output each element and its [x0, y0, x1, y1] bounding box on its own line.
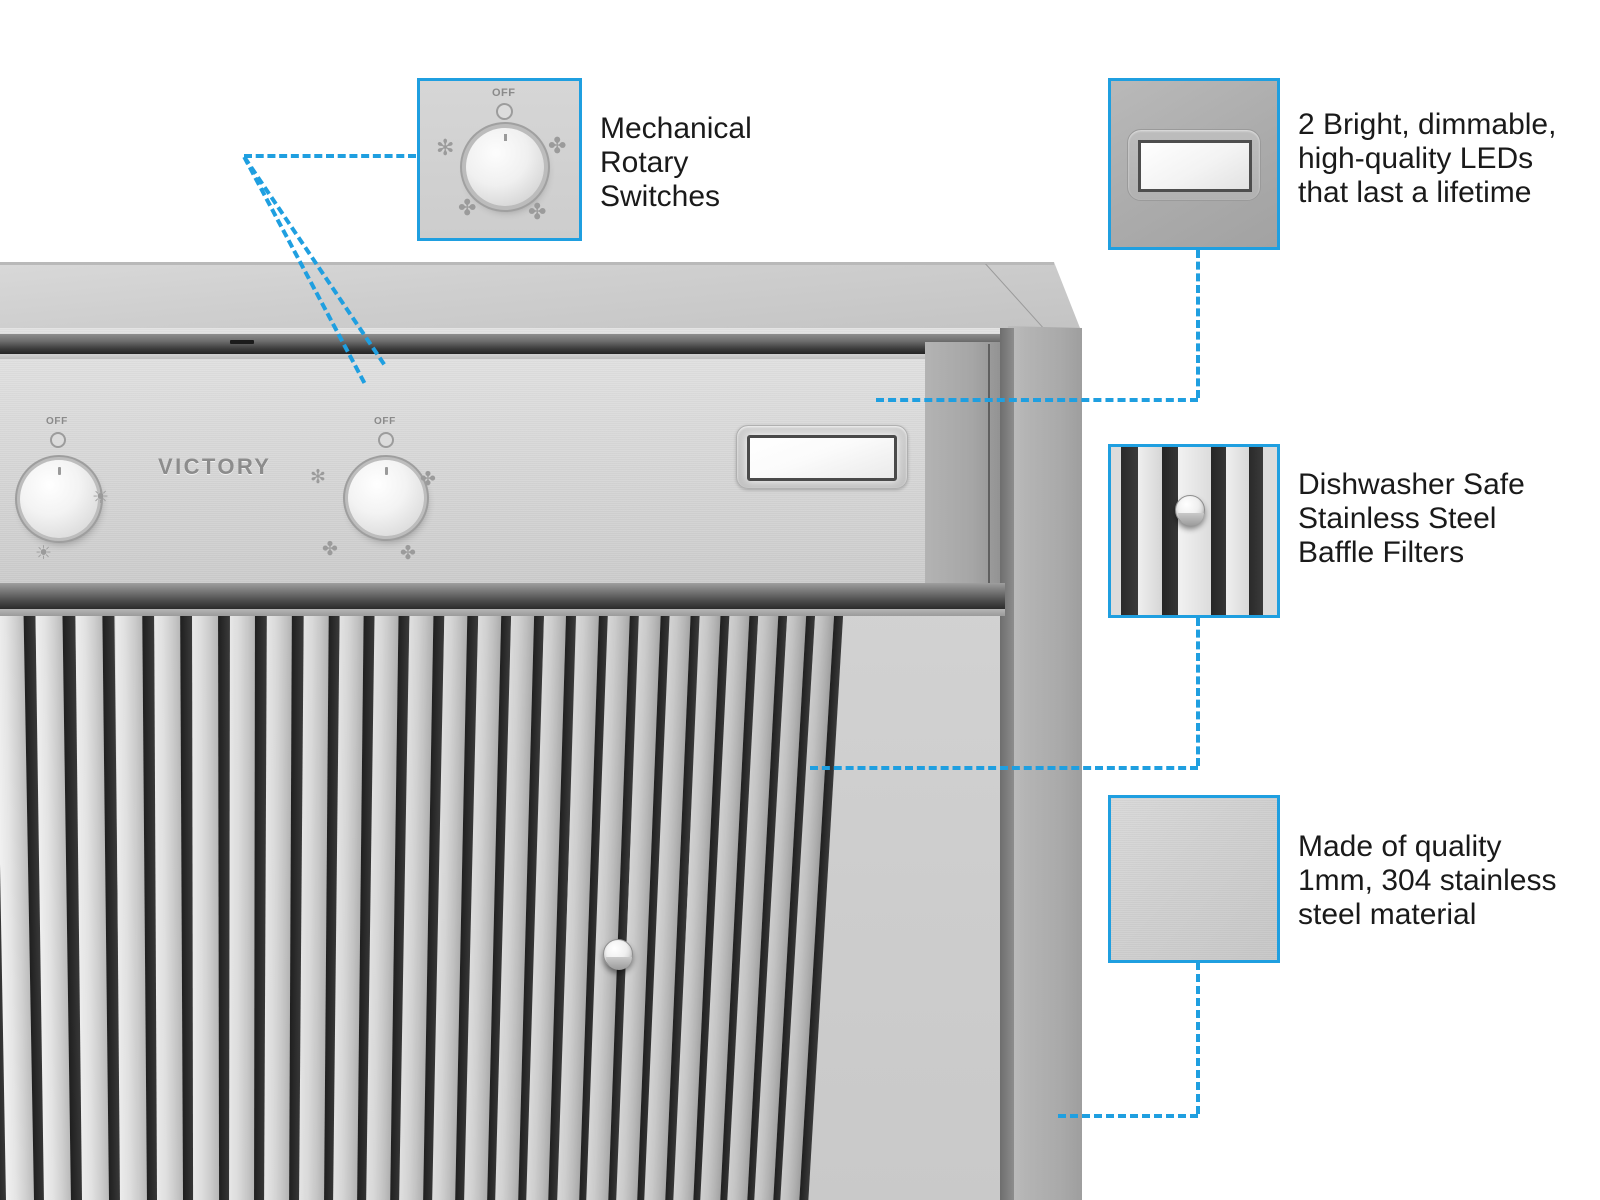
fan-off-label: OFF [374, 416, 396, 427]
rotary-thumb-off-dot [496, 103, 513, 120]
baffle-thumb-gap [1162, 447, 1178, 615]
callout-label-rotary-switches: Mechanical Rotary Switches [600, 112, 752, 214]
hood-right-side-panel [1008, 326, 1082, 1200]
hood-face-seam-lip [0, 354, 1008, 359]
light-off-label: OFF [46, 416, 68, 427]
hood-right-inner-edge [1000, 328, 1014, 1200]
vent-notch [230, 340, 254, 344]
baffle-slat [191, 583, 231, 1200]
brand-logo: VICTORY [158, 454, 272, 479]
callout-label-led: 2 Bright, dimmable, high-quality LEDs th… [1298, 108, 1557, 210]
steel-thumb-texture [1111, 798, 1277, 960]
hood-inner-right-wall [925, 342, 1003, 592]
knob-pointer-icon [384, 467, 388, 475]
fan-speed-2-icon: ✤ [548, 133, 567, 158]
fan-speed-4-icon: ✤ [528, 199, 547, 224]
baffle-thumb-release-knob [1175, 495, 1205, 526]
rotary-thumb-off-label: OFF [492, 87, 516, 99]
baffle-slat-face [228, 583, 256, 1200]
callout-label-baffle-filters: Dishwasher Safe Stainless Steel Baffle F… [1298, 468, 1525, 570]
light-off-position-dot [50, 432, 66, 448]
led-thumb-lens [1138, 140, 1252, 192]
baffle-thumb-face [1138, 447, 1162, 615]
grille-top-rail [0, 583, 1005, 609]
baffle-slat-face [191, 583, 219, 1200]
baffle-slat [263, 583, 304, 1200]
steel-thumb-background [1111, 798, 1277, 960]
range-hood-product: OFF ☀ ☀ ☀ VICTORY OFF ✻ ✤ ✤ ✤ [0, 262, 1090, 1200]
hood-inner-right-edge [988, 344, 990, 592]
connector-steel-vertical [1196, 962, 1200, 1114]
baffle-thumb-gap [1211, 447, 1226, 615]
connector-steel-horizontal [1058, 1114, 1198, 1118]
baffle-thumb-gap [1121, 447, 1138, 615]
fan-speed-knob-group[interactable]: OFF ✻ ✤ ✤ ✤ [308, 416, 488, 564]
brightness-max-icon: ☀ [35, 543, 53, 564]
baffle-slat [153, 583, 195, 1200]
hood-corner-seam [950, 264, 1100, 336]
baffle-thumb-face [1178, 447, 1211, 615]
rotary-thumb-pointer-icon [503, 134, 507, 141]
knob-pointer-icon [57, 467, 61, 475]
baffle-filter-grille [0, 583, 1005, 1200]
rotary-thumb-knob [466, 128, 544, 206]
led-lens [747, 435, 897, 481]
grille-top-rail-lip [0, 609, 1005, 616]
brightness-high-icon: ☀ [92, 487, 110, 508]
light-dimmer-knob[interactable] [20, 460, 98, 538]
connector-rotary-horizontal [244, 154, 416, 158]
connector-led-vertical [1196, 250, 1200, 398]
baffle-thumb-gap [1249, 447, 1263, 615]
hood-face-seam [0, 334, 1008, 354]
fan-speed-3-icon: ✤ [322, 539, 338, 560]
baffle-slat-face [153, 583, 183, 1200]
baffle-filter-release-knob[interactable] [603, 939, 633, 970]
connector-filters-horizontal [810, 766, 1198, 770]
led-thumb-housing [1127, 129, 1261, 201]
fan-speed-1-icon: ✻ [436, 135, 455, 160]
fan-speed-knob[interactable] [348, 460, 424, 536]
callout-thumb-baffle-filters [1108, 444, 1280, 618]
fan-speed-4-icon: ✤ [400, 543, 416, 564]
connector-filters-vertical [1196, 618, 1200, 766]
connector-led-horizontal [876, 398, 1198, 402]
callout-thumb-rotary-switches: OFF ✻ ✤ ✤ ✤ [417, 78, 582, 241]
hood-top-edge [0, 262, 1054, 265]
baffle-slat-face [263, 583, 292, 1200]
hood-top-cap [0, 262, 1080, 334]
fan-speed-3-icon: ✤ [458, 195, 477, 220]
callout-thumb-steel-material [1108, 795, 1280, 963]
callout-thumb-led [1108, 78, 1280, 250]
callout-label-steel-material: Made of quality 1mm, 304 stainless steel… [1298, 830, 1557, 932]
fan-speed-1-icon: ✻ [310, 467, 326, 488]
light-dimmer-knob-group[interactable]: OFF ☀ ☀ ☀ [0, 416, 160, 564]
baffle-slat [114, 583, 159, 1200]
baffle-slat [228, 583, 267, 1200]
led-light-panel[interactable] [736, 425, 908, 489]
fan-off-position-dot [378, 432, 394, 448]
baffle-thumb-face [1226, 447, 1249, 615]
fan-speed-2-icon: ✤ [420, 469, 436, 490]
